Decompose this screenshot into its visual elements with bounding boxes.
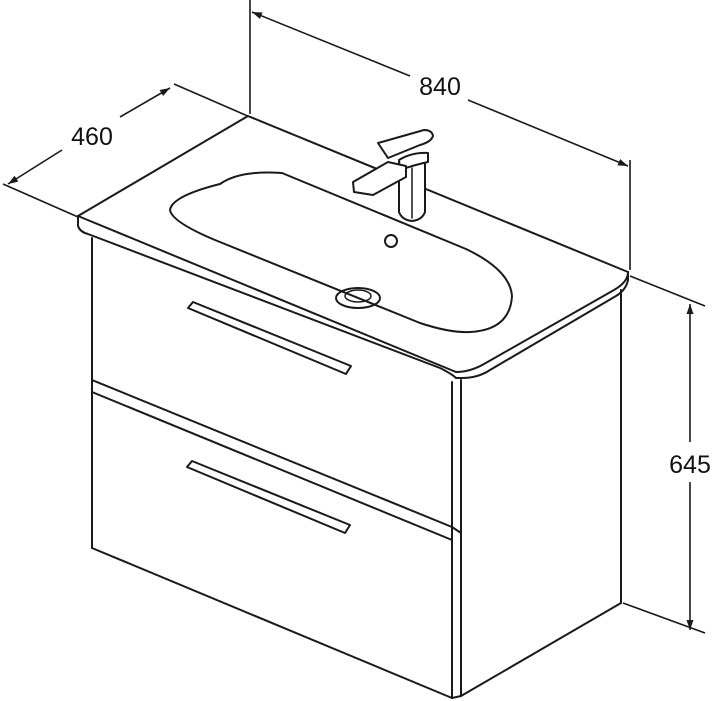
width-label: 840	[419, 73, 461, 101]
height-dimension	[622, 275, 706, 634]
basin-top	[77, 115, 629, 379]
basin-bowl	[169, 171, 513, 334]
width-dimension	[249, 0, 631, 270]
cabinet-body	[91, 237, 622, 699]
depth-label: 460	[71, 123, 113, 151]
lower-drawer-handle	[186, 460, 351, 534]
depth-dimension	[2, 83, 251, 218]
upper-drawer	[91, 379, 462, 541]
height-label: 645	[669, 451, 711, 479]
upper-drawer-handle	[187, 301, 352, 375]
faucet-icon	[352, 129, 434, 222]
